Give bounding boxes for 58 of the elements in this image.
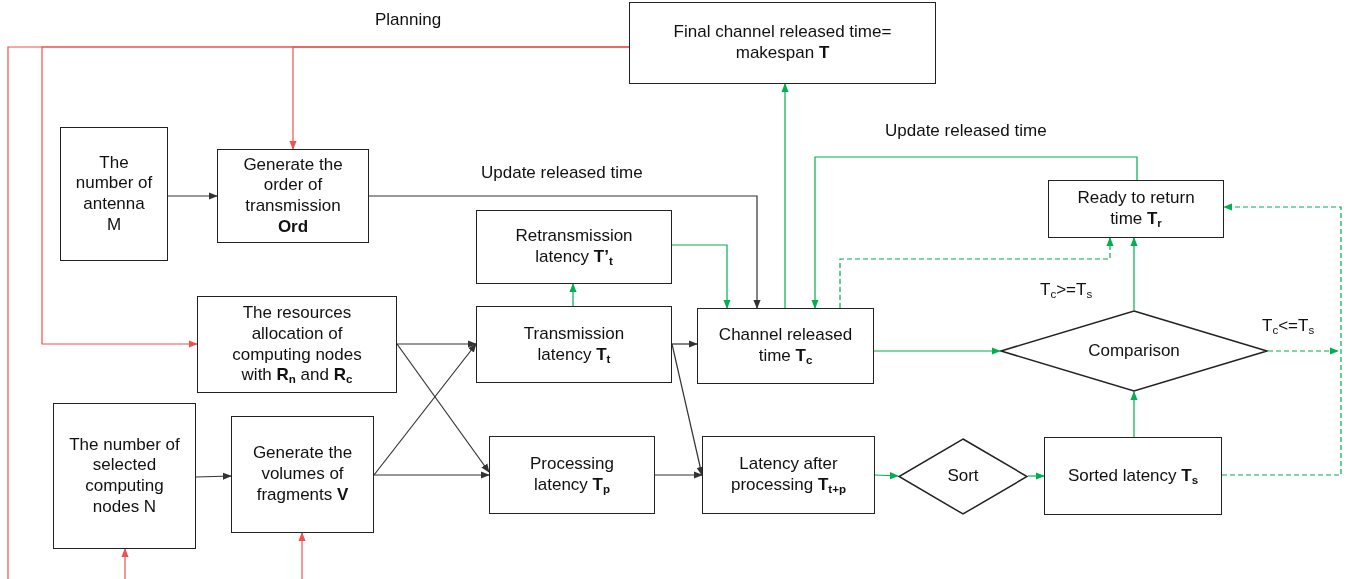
- edge-label: Update released time: [481, 163, 643, 183]
- process-box: [476, 210, 672, 284]
- process-box: [702, 436, 875, 514]
- process-box: [1044, 437, 1222, 515]
- box-label: Ready to return time T$_{r}$: [1076, 188, 1196, 230]
- arrow: [1027, 472, 1045, 480]
- arrow: [874, 472, 899, 480]
- box-label: The resources allocation of computing nodes with R$_{n}$ and R$_{c}$: [231, 303, 363, 386]
- process-box: [489, 436, 655, 514]
- arrow: [569, 283, 577, 307]
- arrow: [671, 343, 704, 476]
- box-label: Generate the volumes of fragments V: [251, 443, 354, 506]
- arrow: [195, 472, 232, 480]
- box-label: Sort: [947, 466, 979, 487]
- box-label: Processing latency T$_{p}$: [528, 454, 616, 496]
- section-label: Planning: [375, 10, 442, 30]
- arrow: [1130, 391, 1138, 438]
- edge-label: T$_{c}$>=T$_{s}$: [1040, 280, 1093, 300]
- process-box: [697, 308, 874, 384]
- arrow: [1267, 347, 1339, 355]
- process-box: [629, 2, 936, 84]
- arrow: [839, 237, 1114, 309]
- arrow: [671, 244, 731, 309]
- arrow: [873, 347, 1001, 355]
- arrow: [373, 471, 490, 479]
- arrow: [121, 548, 129, 579]
- process-box: [197, 296, 397, 393]
- arrow: [298, 532, 306, 579]
- arrow: [781, 83, 789, 309]
- box-label: Transmission latency T$_{t}$: [522, 323, 626, 366]
- arrow: [811, 156, 1138, 309]
- edge-label: T$_{c}$<=T$_{s}$: [1262, 316, 1315, 336]
- arrow: [373, 343, 477, 476]
- box-label: Latency after processing T$_{t+p}$: [730, 454, 847, 496]
- arrow: [167, 192, 218, 200]
- box-label: Sorted latency T$_{s}$: [1067, 465, 1199, 487]
- box-label: The number of antenna M: [74, 152, 154, 236]
- box-label: Final channel released time= makespan T: [672, 22, 893, 64]
- box-label: Generate the order of transmission Ord: [242, 154, 344, 238]
- box-label: Retransmission latency T’$_{t}$: [514, 226, 634, 268]
- arrow: [1221, 203, 1342, 476]
- arrow: [396, 343, 490, 473]
- process-box: [53, 403, 196, 549]
- arrow: [654, 471, 703, 479]
- process-box: [217, 149, 369, 243]
- edge-label: Update released time: [885, 121, 1047, 141]
- box-label: Comparison: [1088, 340, 1180, 362]
- arrow: [368, 195, 761, 309]
- process-box: [1048, 180, 1224, 238]
- arrow: [396, 340, 477, 348]
- process-box: [231, 416, 374, 533]
- process-box: [60, 127, 168, 261]
- process-box: [476, 306, 672, 383]
- decision-diamond: [898, 438, 1028, 515]
- box-label: Channel released time T$_{c}$: [717, 325, 854, 367]
- arrow: [671, 340, 698, 348]
- arrow: [1130, 237, 1138, 311]
- box-label: The number of selected computing nodes N: [68, 434, 181, 518]
